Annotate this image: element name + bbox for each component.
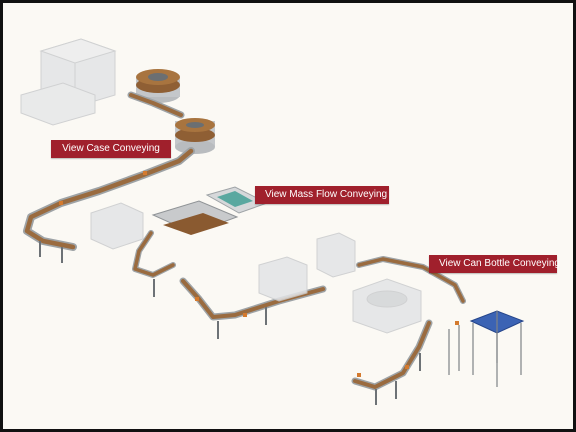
view-mass-flow-conveying-button[interactable]: View Mass Flow Conveying bbox=[255, 186, 389, 204]
view-case-conveying-button[interactable]: View Case Conveying bbox=[51, 140, 171, 158]
spiral-conveyor-lower bbox=[175, 118, 215, 154]
view-can-bottle-conveying-button[interactable]: View Can Bottle Conveying bbox=[429, 255, 560, 273]
conveyor-line-drawing bbox=[20, 38, 525, 405]
spiral-conveyor-top bbox=[136, 69, 180, 103]
bottle-accumulation-cell bbox=[448, 310, 525, 387]
conveyor-belts bbox=[23, 91, 466, 391]
filler-machine-ghost bbox=[90, 202, 422, 334]
support-legs bbox=[39, 241, 421, 405]
mass-flow-table bbox=[151, 186, 269, 235]
case-erector-machine bbox=[20, 38, 117, 126]
